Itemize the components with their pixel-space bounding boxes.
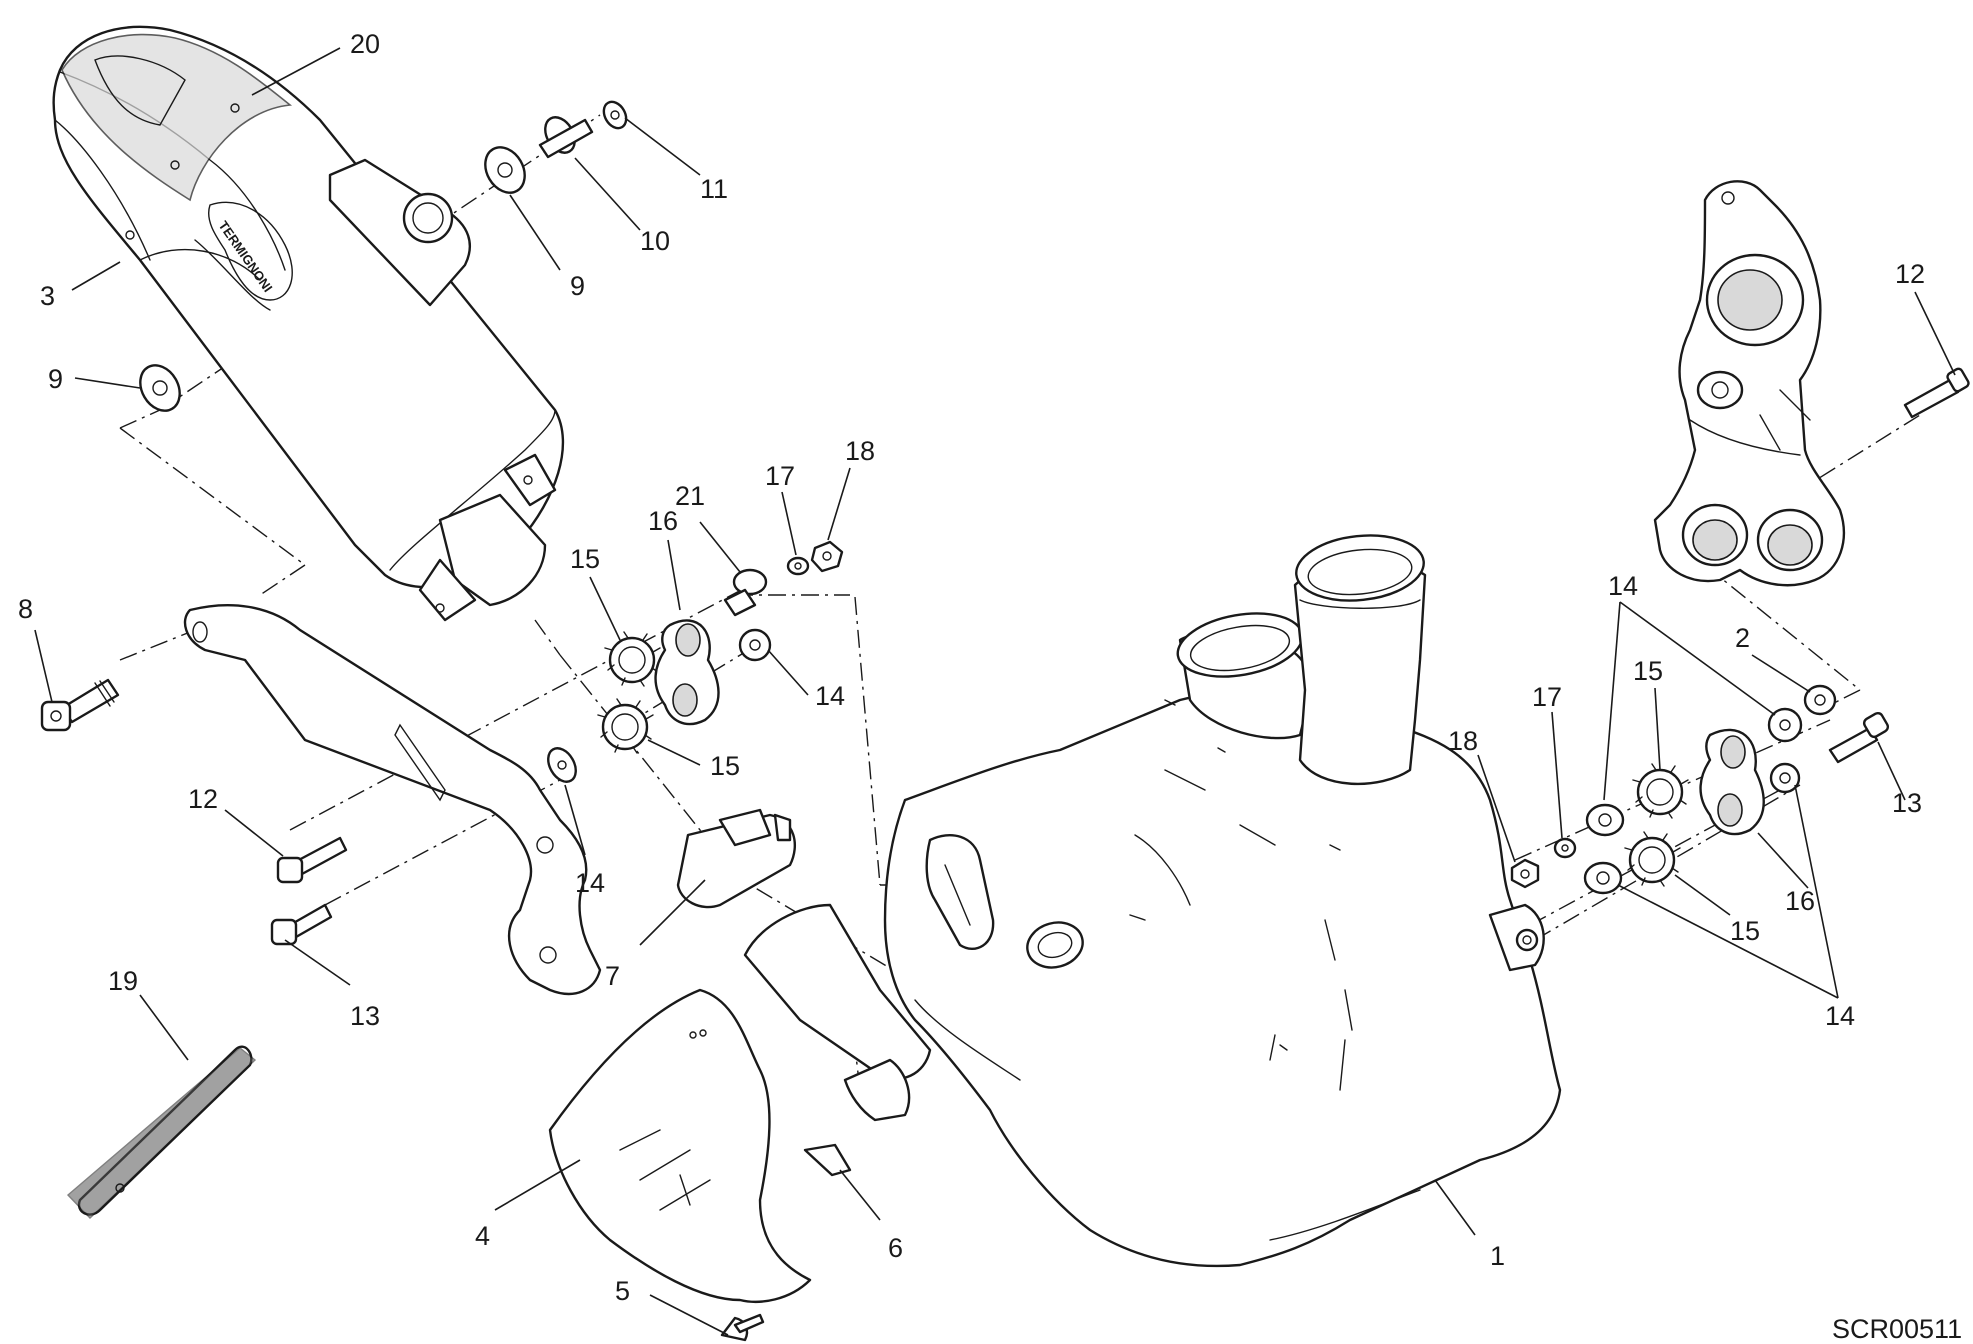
callout-15-upper-right: 15 bbox=[1633, 656, 1663, 686]
callout-8: 8 bbox=[18, 594, 33, 624]
band bbox=[66, 1045, 257, 1219]
callout-7: 7 bbox=[605, 961, 620, 991]
callout-21: 21 bbox=[675, 481, 705, 511]
callout-14-mount-left: 14 bbox=[815, 681, 845, 711]
silencer: TERMIGNONI bbox=[52, 25, 565, 622]
callout-6: 6 bbox=[888, 1233, 903, 1263]
drawing-code: SCR00511 bbox=[1832, 1314, 1962, 1344]
callout-2: 2 bbox=[1735, 623, 1750, 653]
callout-12-right: 12 bbox=[1895, 259, 1925, 289]
heat-shield bbox=[548, 988, 911, 1342]
callout-10: 10 bbox=[640, 226, 670, 256]
clamp-and-pipe bbox=[676, 808, 932, 1080]
callout-1: 1 bbox=[1490, 1241, 1505, 1271]
right-hanger bbox=[1653, 180, 1970, 587]
callout-13-right: 13 bbox=[1892, 788, 1922, 818]
callout-13-left: 13 bbox=[350, 1001, 380, 1031]
callout-18-left: 18 bbox=[845, 436, 875, 466]
callout-15-upper-left: 15 bbox=[570, 544, 600, 574]
callout-4: 4 bbox=[475, 1221, 490, 1251]
callout-15-lower-left: 15 bbox=[710, 751, 740, 781]
callout-14-upper-right: 14 bbox=[1608, 571, 1638, 601]
callout-20: 20 bbox=[350, 29, 380, 59]
callout-17-right: 17 bbox=[1532, 682, 1562, 712]
callout-labels: 20 3 9 10 11 9 8 12 13 14 15 16 21 17 18… bbox=[18, 29, 1925, 1306]
callout-14-lower-right: 14 bbox=[1825, 1001, 1855, 1031]
callout-9-left: 9 bbox=[48, 364, 63, 394]
callout-5: 5 bbox=[615, 1276, 630, 1306]
silencer-bracket bbox=[40, 604, 602, 996]
callout-3: 3 bbox=[40, 281, 55, 311]
callout-16-right: 16 bbox=[1785, 886, 1815, 916]
callout-18-right: 18 bbox=[1448, 726, 1478, 756]
callout-19: 19 bbox=[108, 966, 138, 996]
callout-15-lower-right: 15 bbox=[1730, 916, 1760, 946]
upper-fasteners bbox=[139, 100, 628, 412]
callout-14-bracket: 14 bbox=[575, 868, 605, 898]
callout-16-left: 16 bbox=[648, 506, 678, 536]
callout-17-left: 17 bbox=[765, 461, 795, 491]
callout-11: 11 bbox=[700, 174, 728, 204]
callout-9-upper: 9 bbox=[570, 271, 585, 301]
manifold-box bbox=[883, 534, 1562, 1268]
right-mount-parts bbox=[1510, 684, 1890, 895]
leader-lines bbox=[34, 47, 1956, 1336]
left-mount-parts bbox=[597, 540, 844, 754]
callout-12-left: 12 bbox=[188, 784, 218, 814]
